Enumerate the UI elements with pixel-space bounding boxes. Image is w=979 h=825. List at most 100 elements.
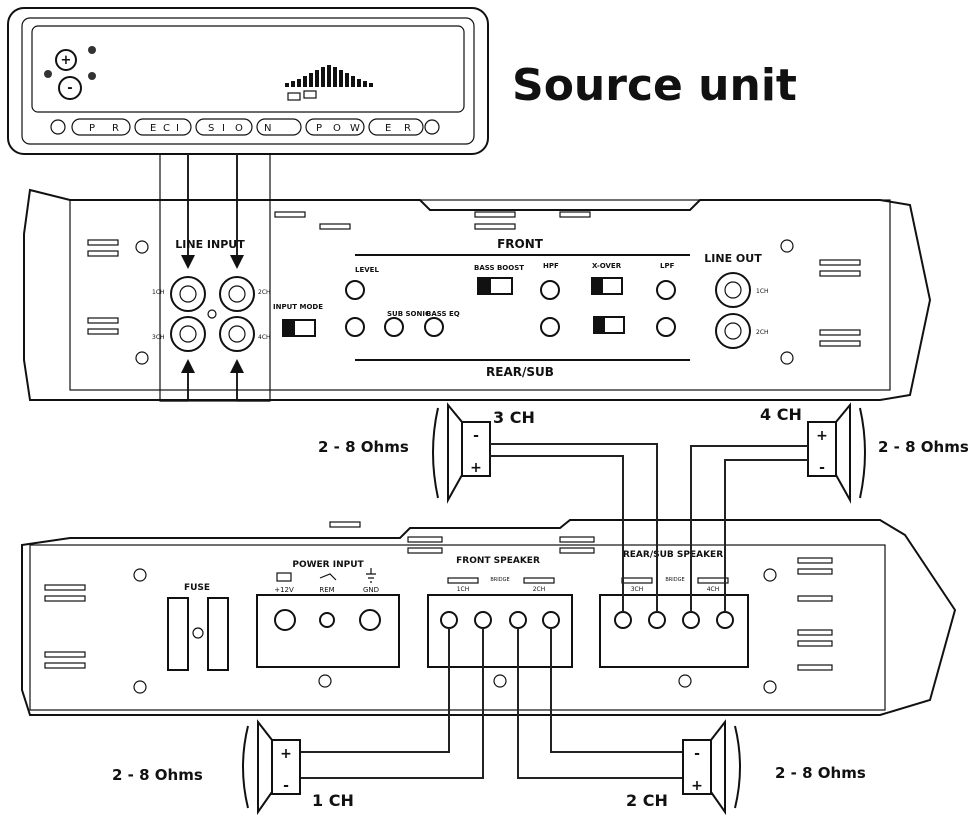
svg-text:S: S	[208, 123, 214, 134]
line-input-jacks	[170, 276, 255, 352]
remote-icon	[319, 573, 337, 581]
equalizer-display	[285, 65, 373, 87]
fuse-holder-left	[167, 597, 189, 671]
source-unit-display-panel	[31, 25, 465, 113]
svg-text:C: C	[163, 123, 170, 134]
terminal-gnd	[359, 609, 381, 631]
svg-text:2CH: 2CH	[258, 289, 271, 296]
svg-text:2CH: 2CH	[756, 329, 769, 336]
line-input-label: LINE INPUT	[175, 238, 245, 251]
source-button-6	[368, 118, 424, 136]
indicator-dot	[88, 46, 96, 54]
source-button-2	[134, 118, 192, 136]
fuse-label: FUSE	[184, 583, 210, 593]
speaker-4ch-label: 4 CH	[760, 405, 802, 424]
svg-text:LPF: LPF	[660, 262, 675, 270]
svg-text:+: +	[61, 53, 72, 68]
speaker-4ch: + -	[807, 402, 866, 504]
svg-text:LEVEL: LEVEL	[355, 266, 379, 274]
terminal-3ch-plus	[614, 611, 632, 629]
svg-text:1CH: 1CH	[152, 289, 165, 296]
svg-text:+12V: +12V	[274, 586, 294, 594]
terminal-2ch-minus	[542, 611, 560, 629]
front-label: FRONT	[497, 237, 544, 251]
rear-sub-speaker-terminal-block	[599, 594, 749, 668]
source-unit-button-row: P R E C I S I O N P O W E R	[50, 118, 440, 136]
speaker-3ch: - +	[432, 402, 491, 504]
svg-text:+: +	[470, 460, 482, 476]
svg-text:BRIDGE: BRIDGE	[490, 577, 509, 583]
source-unit-faceplate	[21, 17, 475, 145]
control-switches	[477, 277, 625, 334]
speaker-2ch-impedance: 2 - 8 Ohms	[775, 764, 866, 782]
svg-text:O: O	[235, 123, 243, 134]
ground-icon	[366, 568, 376, 583]
speaker-1ch-impedance: 2 - 8 Ohms	[112, 766, 203, 784]
svg-text:N: N	[264, 123, 271, 134]
power-terminal-block	[256, 594, 400, 668]
svg-text:+: +	[280, 746, 292, 762]
svg-text:REM: REM	[319, 586, 334, 594]
svg-text:E: E	[385, 123, 391, 134]
speaker-wires	[300, 443, 808, 779]
terminal-4ch-plus	[682, 611, 700, 629]
svg-text:HPF: HPF	[543, 262, 559, 270]
svg-text:4CH: 4CH	[258, 334, 271, 341]
amplifier-control-panel: LINE INPUT 1CH 3CH 2CH 4CH INPUT MODE FR…	[23, 188, 932, 401]
svg-text:-: -	[283, 778, 289, 794]
speaker-4ch-impedance: 2 - 8 Ohms	[878, 438, 969, 456]
rca-cables	[159, 153, 271, 402]
input-mode-label: INPUT MODE	[273, 303, 323, 311]
front-speaker-label: FRONT SPEAKER	[456, 556, 540, 566]
speaker-2ch: - +	[682, 719, 741, 816]
volume-up-knob	[55, 49, 77, 71]
battery-icon	[276, 572, 292, 582]
terminal-4ch-minus	[716, 611, 734, 629]
source-button-1	[71, 118, 131, 136]
terminal-12v	[274, 609, 296, 631]
svg-text:+: +	[691, 778, 703, 794]
svg-text:+: +	[816, 428, 828, 444]
svg-text:-: -	[819, 460, 825, 476]
source-button-3	[195, 118, 253, 136]
svg-text:P: P	[316, 123, 322, 134]
volume-down-knob	[58, 76, 82, 100]
terminal-2ch-plus	[509, 611, 527, 629]
svg-text:4CH: 4CH	[707, 586, 720, 593]
svg-text:-: -	[67, 81, 72, 96]
source-unit: + - P R E	[7, 7, 489, 155]
source-unit-title: Source unit	[512, 60, 797, 111]
line-out-label: LINE OUT	[704, 252, 762, 265]
fuse-holder-right	[207, 597, 229, 671]
svg-text:3CH: 3CH	[631, 586, 644, 593]
svg-text:1CH: 1CH	[756, 288, 769, 295]
svg-text:SUB SONIC: SUB SONIC	[387, 310, 430, 318]
speaker-2ch-label: 2 CH	[626, 791, 668, 810]
terminal-3ch-minus	[648, 611, 666, 629]
control-knobs	[345, 280, 676, 337]
button-letter: P	[89, 123, 95, 134]
svg-text:-: -	[473, 428, 479, 444]
rear-sub-label: REAR/SUB	[486, 365, 554, 379]
svg-text:I: I	[222, 123, 225, 134]
svg-text:BASS EQ: BASS EQ	[426, 310, 460, 318]
svg-text:1CH: 1CH	[457, 586, 470, 593]
amplifier-terminal-panel: FUSE POWER INPUT +12V REM GND FRONT SPEA…	[21, 519, 957, 716]
speaker-1ch-label: 1 CH	[312, 791, 354, 810]
svg-text:3CH: 3CH	[152, 334, 165, 341]
source-button-5	[305, 118, 365, 136]
svg-text:BASS BOOST: BASS BOOST	[474, 264, 524, 272]
source-button-4	[256, 118, 302, 136]
svg-text:I: I	[176, 123, 179, 134]
svg-text:E: E	[150, 123, 156, 134]
svg-text:2CH: 2CH	[533, 586, 546, 593]
svg-text:X-OVER: X-OVER	[592, 262, 622, 270]
speaker-3ch-impedance: 2 - 8 Ohms	[318, 438, 409, 456]
svg-text:-: -	[694, 746, 700, 762]
front-speaker-terminal-block	[427, 594, 573, 668]
speaker-3ch-label: 3 CH	[493, 408, 535, 427]
terminal-rem	[319, 612, 335, 628]
svg-text:W: W	[350, 123, 360, 134]
